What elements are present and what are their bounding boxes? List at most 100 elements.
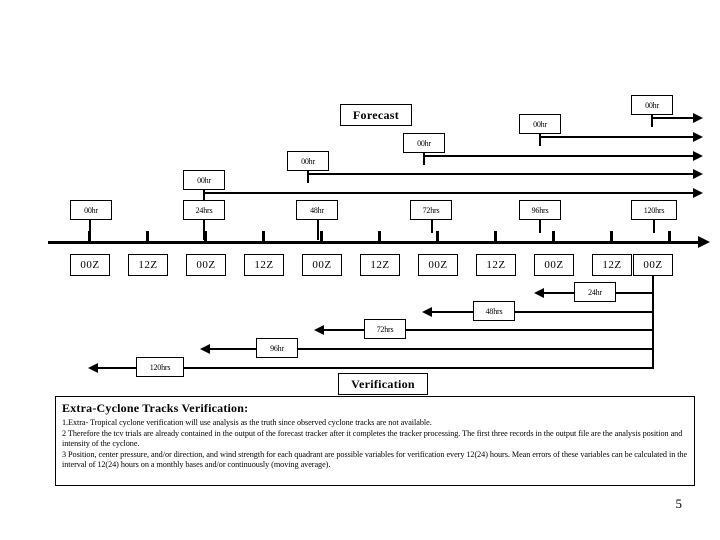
verification-box-120hrs: 120hrs [136,357,184,377]
forecast-start-box-3: 00hr [403,133,445,153]
page-number: 5 [675,496,683,511]
verification-arrowhead-48hrs [422,307,432,317]
cycle-box-2: 12Z [128,254,168,276]
lead-time-stem-96hrs [539,220,541,233]
note-line-2: 2 Therefore the tcv trials are already c… [62,428,683,449]
forecast-start-label-3: 00hr [417,138,431,148]
cycle-label-6: 12Z [370,259,390,271]
cycle-box-8: 12Z [476,254,516,276]
cycle-label-4: 12Z [254,259,274,271]
cycle-box-3: 00Z [186,254,226,276]
forecast-start-label-2: 00hr [301,156,315,166]
forecast-start-box-5: 00hr [631,95,673,115]
verification-label-24hr: 24hr [588,287,602,297]
forecast-start-label-1: 00hr [197,175,211,185]
forecast-arrowhead-1 [693,188,703,198]
forecast-arrowhead-3 [693,151,703,161]
axis-tick [320,231,323,242]
forecast-title-label: Forecast [352,107,400,122]
note-panel: Extra-Cyclone Tracks Verification: 1.Ext… [55,396,695,486]
verification-line-96hr [206,348,654,350]
forecast-stem-2 [307,171,309,183]
forecast-arrowhead-4 [693,132,703,142]
lead-time-box-00hr: 00hr [70,200,112,220]
note-line-1: 1.Extra- Tropical cyclone verification w… [62,418,432,427]
forecast-start-label-5: 00hr [645,100,659,110]
forecast-stem-4 [539,134,541,146]
cycle-label-9: 00Z [544,259,564,271]
lead-time-stem-48hr [317,220,319,240]
forecast-start-box-4: 00hr [519,114,561,134]
lead-time-label-24hrs: 24hrs [195,205,213,215]
verification-box-72hrs: 72hrs [364,319,406,339]
forecast-start-label-4: 00hr [533,119,547,129]
cycle-box-4: 12Z [244,254,284,276]
cycle-label-11: 00Z [643,259,663,271]
forecast-line-3 [423,155,695,157]
forecast-line-1 [203,192,695,194]
cycle-label-5: 00Z [312,259,332,271]
verification-arrowhead-96hr [200,344,210,354]
lead-time-label-96hrs: 96hrs [531,205,549,215]
lead-time-box-48hr: 48hr [296,200,338,220]
verification-line-72hrs [320,329,654,331]
verification-label-48hrs: 48hrs [485,306,503,316]
cycle-label-8: 12Z [486,259,506,271]
verification-box-24hr: 24hr [574,282,616,302]
axis-tick [88,231,91,242]
cycle-box-1: 00Z [70,254,110,276]
forecast-arrowhead-5 [693,113,703,123]
cycle-box-10: 12Z [592,254,632,276]
forecast-stem-5 [651,115,653,127]
forecast-title-box: Forecast [340,104,412,126]
lead-time-stem-24hrs [203,220,205,240]
axis-tick [262,231,265,242]
axis-tick [204,231,207,242]
cycle-box-7: 00Z [418,254,458,276]
cycle-box-9: 00Z [534,254,574,276]
axis-tick [494,231,497,242]
forecast-line-2 [307,173,695,175]
note-line-3: 3 Position, center pressure, and/or dire… [62,449,688,470]
verification-box-96hr: 96hr [256,338,298,358]
verification-label-96hr: 96hr [270,343,284,353]
lead-time-label-00hr: 00hr [84,205,98,215]
verification-arrowhead-24hr [534,288,544,298]
lead-time-box-96hrs: 96hrs [519,200,561,220]
cycle-label-7: 00Z [428,259,448,271]
verification-line-48hrs [428,311,654,313]
axis-tick [552,231,555,242]
verification-arrowhead-72hrs [314,325,324,335]
cycle-label-1: 00Z [80,259,100,271]
lead-time-box-120hrs: 120hrs [631,200,677,220]
forecast-stem-1 [203,190,205,202]
axis-tick [146,231,149,242]
forecast-arrowhead-2 [693,169,703,179]
time-axis-line [48,241,700,244]
verification-title-label: Verification [351,376,415,391]
verification-title-box: Verification [338,373,428,395]
forecast-line-5 [651,117,695,119]
cycle-label-2: 12Z [138,259,158,271]
cycle-box-5: 00Z [302,254,342,276]
axis-tick [668,231,671,242]
lead-time-stem-72hrs [431,220,433,233]
cycle-label-10: 12Z [602,259,622,271]
verification-label-120hrs: 120hrs [149,362,171,372]
axis-tick [436,231,439,242]
time-axis-arrowhead [698,236,710,248]
verification-arrowhead-120hrs [88,363,98,373]
verification-box-48hrs: 48hrs [473,301,515,321]
lead-time-label-48hr: 48hr [310,205,324,215]
verification-label-72hrs: 72hrs [376,324,394,334]
forecast-start-box-1: 00hr [183,170,225,190]
verification-line-120hrs [94,367,654,369]
lead-time-stem-00hr [89,220,91,240]
note-title: Extra-Cyclone Tracks Verification: [62,401,249,415]
cycle-box-11: 00Z [633,254,673,276]
